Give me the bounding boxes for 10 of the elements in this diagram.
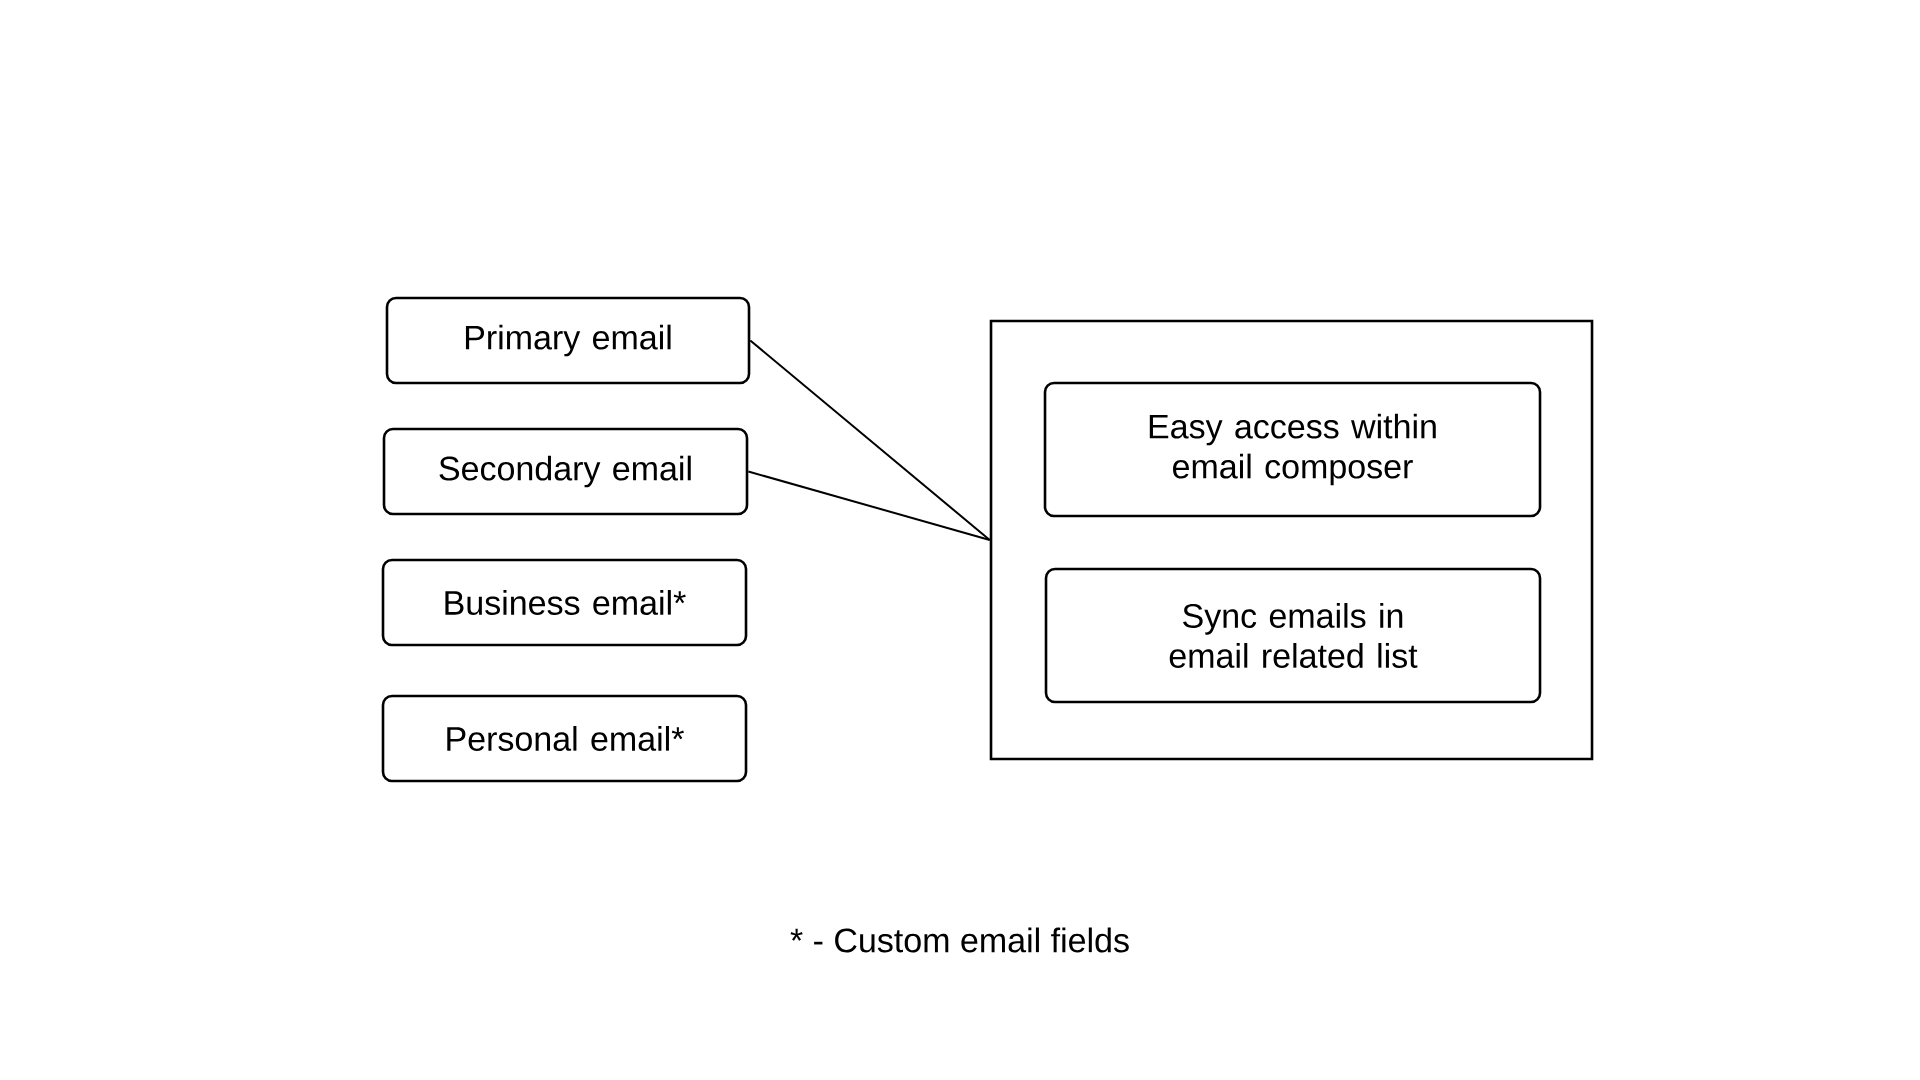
feature-box: Easy access within email composer [1043, 381, 1542, 518]
connector-line [747, 470, 991, 541]
feature-box: Sync emails in email related list [1044, 567, 1542, 704]
text-box: Business email* [381, 558, 748, 647]
text-box: Personal email* [381, 694, 748, 783]
text-box: Secondary email [382, 427, 749, 516]
text-box: Primary email [385, 296, 751, 385]
footnote: * - Custom email fields [790, 927, 1129, 953]
container-box [989, 319, 1594, 761]
connector-line [749, 339, 991, 541]
